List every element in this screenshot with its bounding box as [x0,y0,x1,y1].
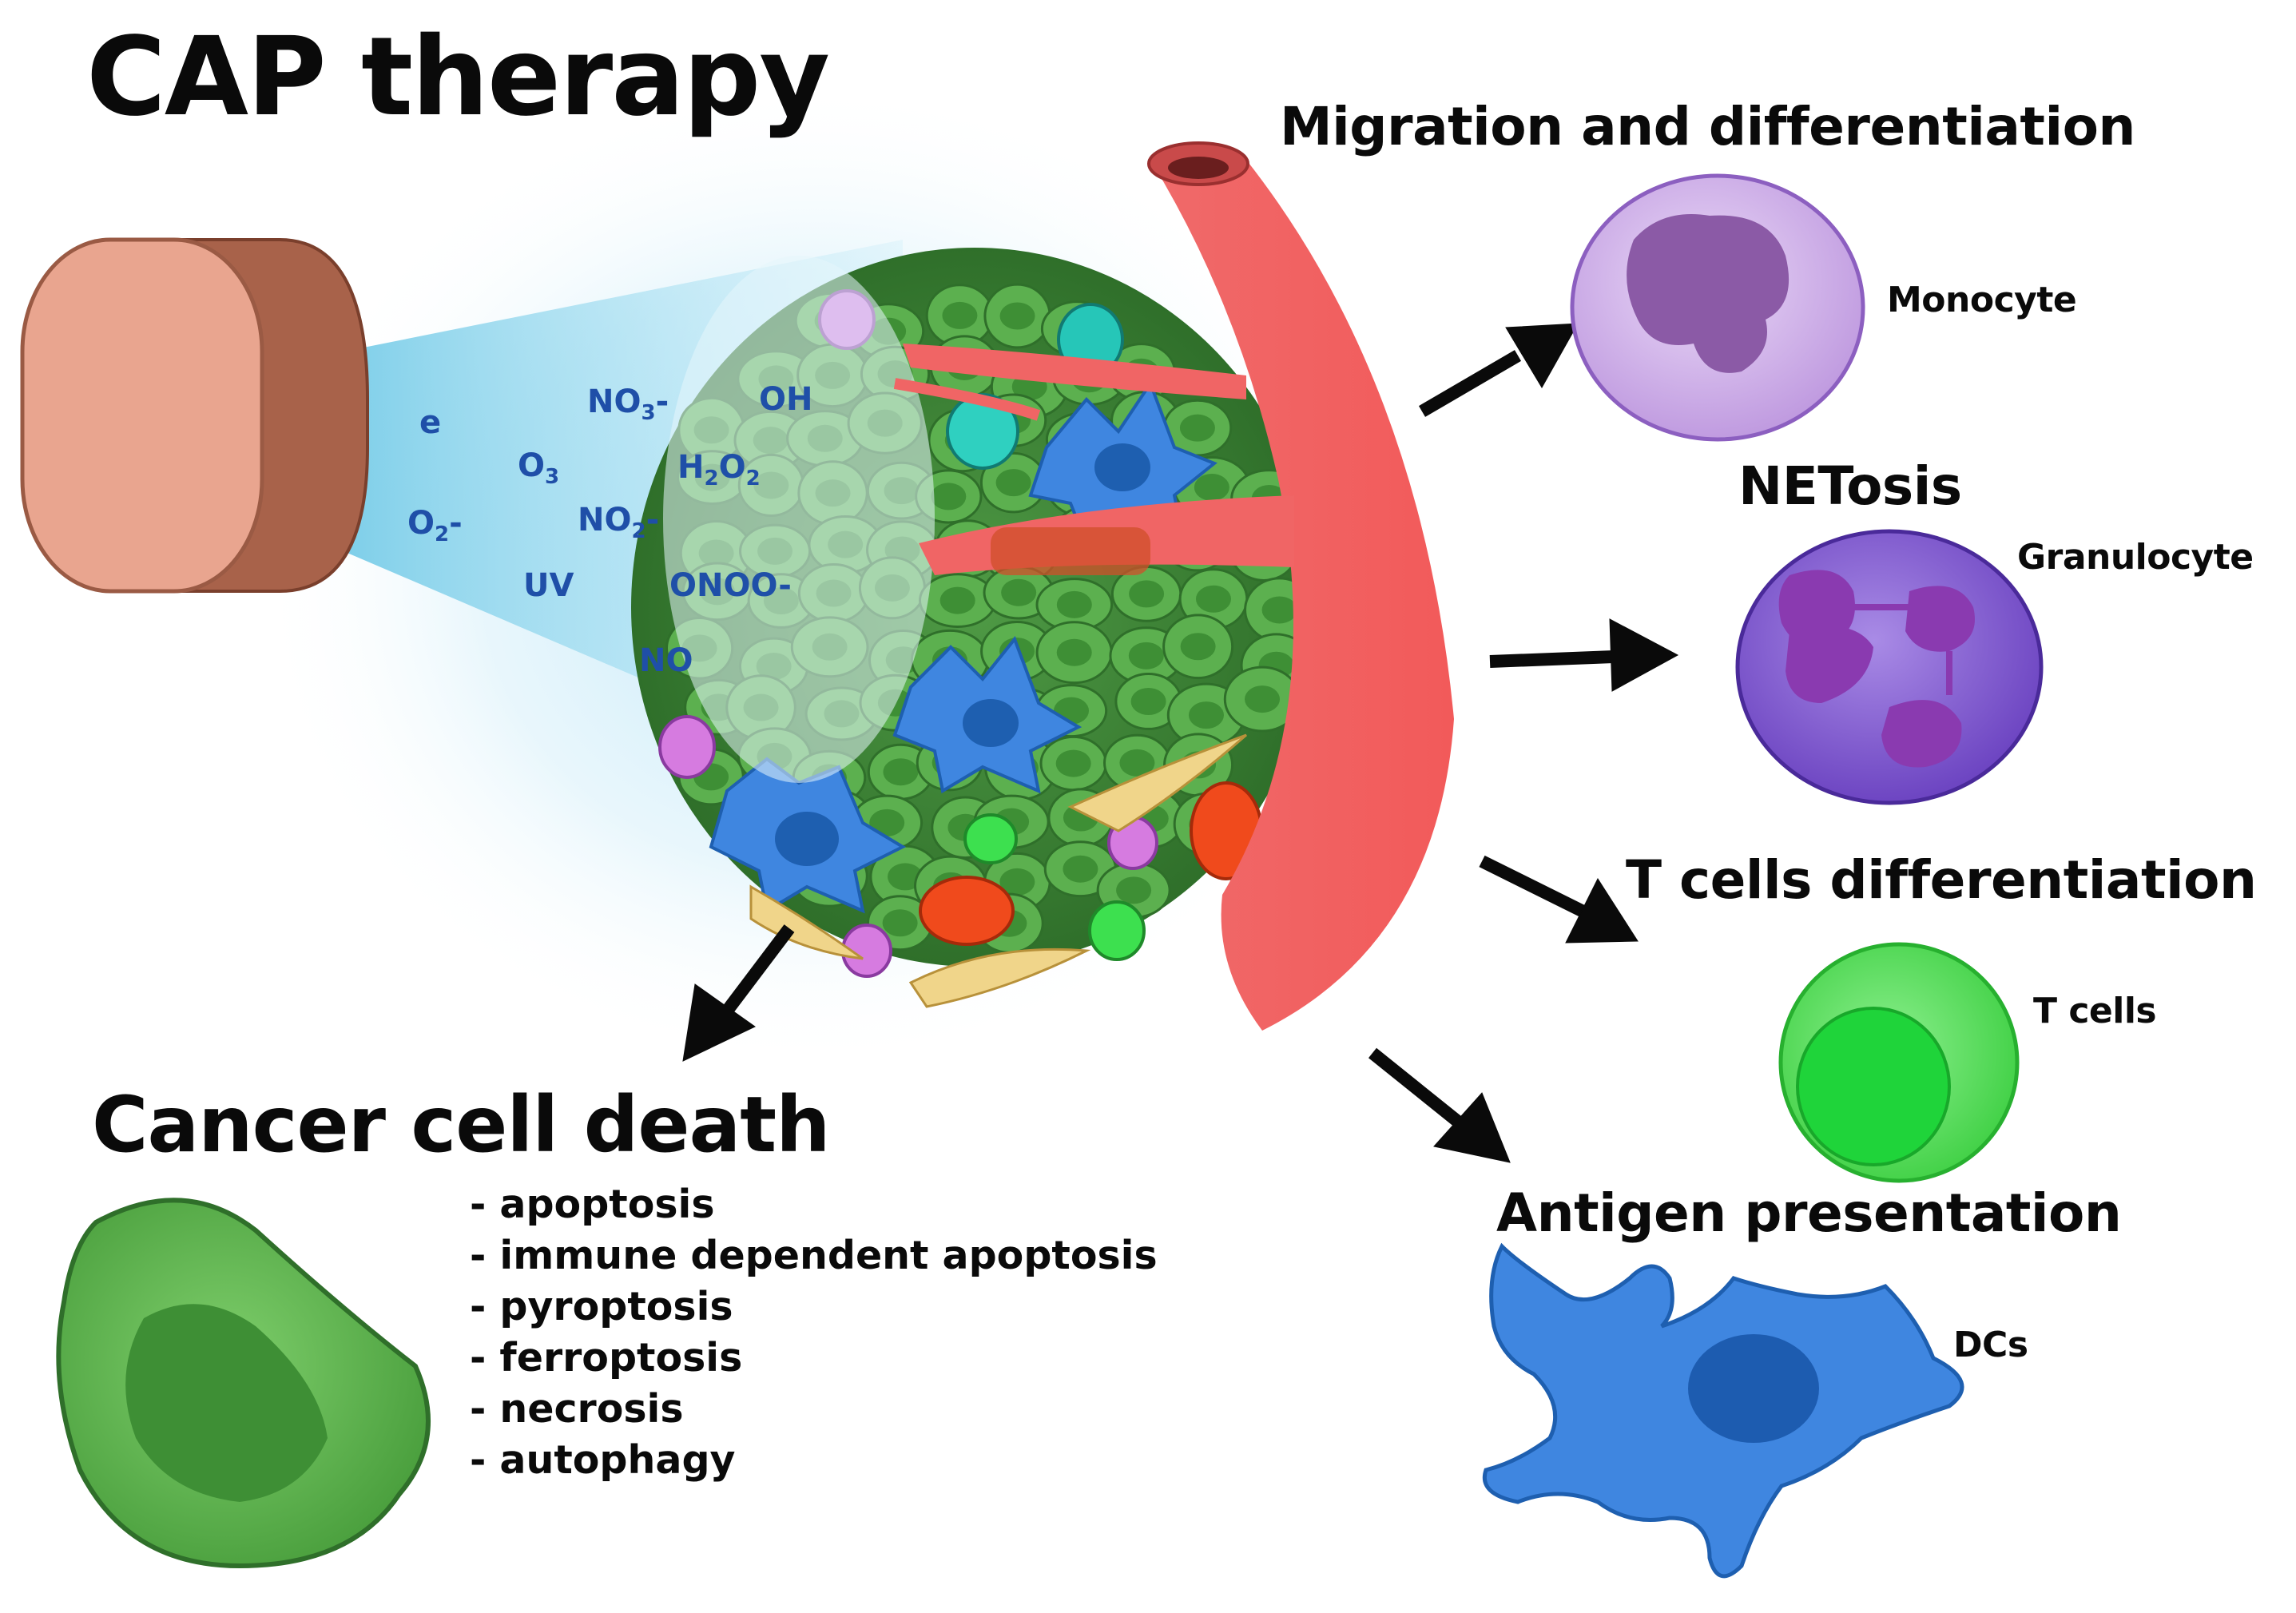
list-item: - ferroptosis [470,1335,743,1381]
arrow-to-granulocyte [1489,650,1615,668]
species-no: NO [639,642,693,679]
species-onoo: ONOO- [669,567,792,604]
species-h2o2: H2O2 [677,449,761,491]
tumor-cell-nucleus [869,808,905,836]
tumor-cell-nucleus [1056,638,1092,666]
list-item: - autophagy [470,1437,736,1483]
label-monocyte: Monocyte [1887,280,2077,320]
tumor-cell-nucleus [883,758,919,786]
tcell-icon [1778,942,2020,1183]
label-dcs: DCs [1953,1325,2028,1365]
arrow-to-monocyte [1418,350,1522,417]
label-tcells: T cells [2033,991,2157,1031]
tumor-cell-nucleus [1055,749,1091,777]
plasma-device-icon [20,237,369,594]
tumor-cell-nucleus [931,483,967,511]
list-item: - necrosis [470,1386,684,1432]
tumor-cell-nucleus [1261,596,1297,624]
label-granulocyte: Granulocyte [2017,537,2254,578]
species-uv: UV [523,567,574,604]
monocyte-icon [1570,173,1865,442]
arrow-to-cancer-death [720,924,795,1017]
arrow-to-tcells-head [1565,877,1639,944]
tumor-cell-nucleus [995,469,1031,497]
tumor-cell-nucleus [1119,749,1155,777]
tumor-cell-nucleus [1128,642,1164,669]
heading-cancer-cell-death: Cancer cell death [92,1080,830,1170]
tumor-cell-nucleus [999,868,1035,896]
tumor-cell-nucleus [1056,590,1092,618]
heading-migration: Migration and differentiation [1280,96,2135,157]
tumor-cell-nucleus [1001,578,1037,606]
heading-tcells-differentiation: T cells differentiation [1626,849,2257,911]
cell-death-list: - apoptosis - immune dependent apoptosis… [470,1179,1158,1486]
arrows [682,323,1679,1163]
arrow-to-cancer-death-head [682,983,756,1062]
tumor-cell-nucleus [1179,414,1215,442]
tumor-cell-nucleus [1194,473,1229,501]
tumor-cell-nucleus [1195,585,1231,613]
species-no2: NO2- [578,502,660,543]
blood-vessel-icon [893,141,1454,1031]
dendritic-cell-icon [1483,1242,1964,1579]
tumor-cell-nucleus [882,909,918,937]
tumor-cell-nucleus [1188,701,1224,729]
list-item: - immune dependent apoptosis [470,1233,1158,1278]
tumor-cell-nucleus [1130,687,1166,715]
species-no3: NO3- [587,383,669,425]
cancer-cell-icon [56,1198,431,1569]
heading-netosis: NETosis [1738,455,1962,517]
arrow-to-tcells [1479,855,1593,921]
list-item: - apoptosis [470,1182,715,1227]
tumor-cell-nucleus [999,302,1035,330]
species-oh: OH [759,381,813,418]
arrow-to-granulocyte-head [1609,618,1679,692]
tumor-cell-nucleus [1129,580,1165,608]
tumor-cell-nucleus [1116,876,1152,904]
arrow-to-dcs-head [1433,1092,1511,1163]
tumor-cell-nucleus [1180,633,1216,661]
species-e: e [419,404,442,441]
arrow-to-dcs [1368,1047,1467,1130]
tumor-cell-nucleus [942,301,978,329]
tumor-cell-nucleus [888,863,924,891]
page-title: CAP therapy [86,14,830,141]
granulocyte-icon [1735,529,2044,805]
tumor-cell-nucleus [1063,855,1098,883]
heading-antigen-presentation: Antigen presentation [1496,1182,2122,1244]
species-o3: O3 [518,447,560,489]
tumor-cell-nucleus [1245,685,1281,713]
tumor-cell-nucleus [939,586,975,614]
list-item: - pyroptosis [470,1284,733,1329]
species-o2: O2- [407,505,463,546]
arrow-to-monocyte-head [1505,323,1579,388]
